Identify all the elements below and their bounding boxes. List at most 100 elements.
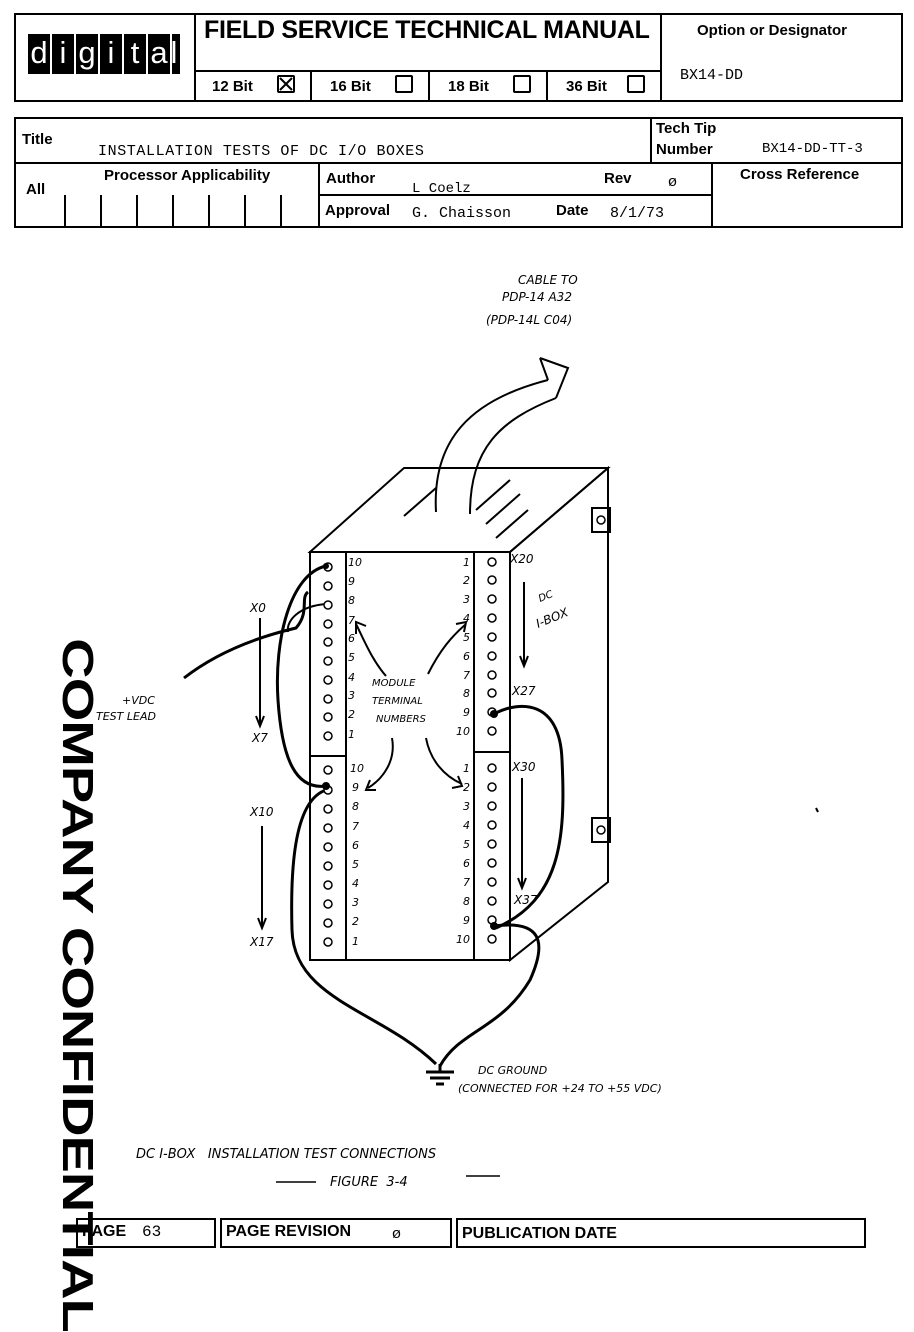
logo-letter: a [148, 34, 170, 74]
x27-label: X27 [511, 684, 536, 698]
bit-12-checkbox[interactable] [277, 75, 295, 93]
svg-text:9: 9 [463, 706, 470, 719]
box-label-line-2: I-BOX [534, 605, 571, 631]
logo-letter: l [171, 34, 180, 74]
x20-label: X20 [509, 552, 534, 566]
svg-text:6: 6 [463, 857, 470, 870]
svg-text:8: 8 [348, 594, 355, 607]
divider [280, 195, 282, 228]
svg-text:5: 5 [463, 838, 470, 851]
divider [208, 195, 210, 228]
svg-text:1: 1 [463, 762, 470, 775]
rev-value: ø [668, 174, 678, 191]
divider [318, 194, 711, 196]
module-label-line-3: NUMBERS [376, 714, 427, 725]
x0-label: X0 [249, 601, 266, 615]
title-value: INSTALLATION TESTS OF DC I/O BOXES [98, 143, 425, 160]
vdc-label-line-2: TEST LEAD [96, 710, 156, 723]
right-upper-numbers: 1 2 3 4 5 6 7 8 9 10 [456, 556, 470, 738]
bit-36-label: 36 Bit [566, 78, 607, 95]
x37-label: X37 [513, 893, 538, 907]
option-value: BX14-DD [680, 67, 744, 84]
svg-text:1: 1 [463, 556, 470, 569]
x10-label: X10 [249, 805, 274, 819]
ground-label-line-1: DC GROUND [478, 1064, 547, 1077]
approval-value: G. Chaisson [412, 205, 512, 222]
caption-line-2: FIGURE 3-4 [330, 1175, 408, 1190]
date-label: Date [556, 202, 589, 219]
svg-text:4: 4 [463, 819, 470, 832]
svg-text:2: 2 [463, 781, 470, 794]
author-label: Author [326, 170, 376, 187]
info-block [14, 117, 903, 228]
divider [650, 117, 652, 164]
bit-18-checkbox[interactable] [513, 75, 531, 93]
divider [194, 70, 660, 72]
x7-label: X7 [251, 731, 268, 745]
divider [100, 195, 102, 228]
divider [711, 162, 713, 228]
divider [650, 162, 903, 164]
bit-16-label: 16 Bit [330, 78, 371, 95]
svg-text:3: 3 [352, 896, 359, 909]
bit-12-label: 12 Bit [212, 78, 253, 95]
cross-reference-label: Cross Reference [740, 166, 860, 183]
svg-text:1: 1 [348, 728, 355, 741]
right-lower-numbers: 1 2 3 4 5 6 7 8 9 10 [456, 762, 470, 946]
footer-page-box [76, 1218, 216, 1248]
divider [546, 70, 548, 102]
svg-text:10: 10 [456, 933, 470, 946]
publication-date-label: PUBLICATION DATE [462, 1225, 617, 1242]
left-lower-numbers: 10 9 8 7 6 5 4 3 2 1 [350, 762, 364, 948]
cable-label-line-3: (PDP-14L C04) [486, 313, 572, 327]
svg-text:1: 1 [352, 935, 359, 948]
x-mark-icon [279, 77, 293, 91]
bit-16-checkbox[interactable] [395, 75, 413, 93]
divider [660, 13, 662, 102]
box-label-line-1: DC [537, 589, 555, 605]
approval-label: Approval [325, 202, 391, 219]
ground-label-line-2: (CONNECTED FOR +24 TO +55 VDC) [458, 1082, 662, 1095]
svg-text:7: 7 [463, 669, 470, 682]
svg-text:6: 6 [463, 650, 470, 663]
header-block [14, 13, 903, 102]
svg-text:8: 8 [463, 895, 470, 908]
svg-text:3: 3 [463, 593, 470, 606]
svg-text:7: 7 [348, 614, 355, 627]
tech-tip-number-label: Number [656, 141, 713, 158]
divider [310, 70, 312, 102]
divider [244, 195, 246, 228]
cable-label-line-2: PDP-14 A32 [502, 290, 572, 304]
svg-text:8: 8 [352, 800, 359, 813]
svg-text:3: 3 [348, 689, 355, 702]
processor-label: Processor Applicability [104, 167, 271, 184]
footer-publication-box [456, 1218, 866, 1248]
svg-text:10: 10 [350, 762, 364, 775]
vdc-label-line-1: +VDC [122, 694, 155, 707]
cable-label-line-1: CABLE TO [518, 273, 578, 287]
svg-text:3: 3 [463, 800, 470, 813]
bit-18-label: 18 Bit [448, 78, 489, 95]
all-label: All [26, 181, 46, 198]
svg-text:5: 5 [348, 651, 355, 664]
divider [172, 195, 174, 228]
page-label: PAGE [82, 1223, 127, 1240]
svg-text:6: 6 [348, 632, 355, 645]
x17-label: X17 [249, 935, 274, 949]
page-revision-label: PAGE REVISION [226, 1223, 352, 1240]
io-box-diagram: 10 9 8 7 6 5 4 3 2 1 10 9 8 7 6 5 4 3 2 … [96, 273, 819, 1190]
svg-text:9: 9 [348, 575, 355, 588]
bit-36-checkbox[interactable] [627, 75, 645, 93]
module-label-line-2: TERMINAL [372, 696, 423, 707]
svg-text:10: 10 [348, 556, 362, 569]
svg-text:5: 5 [463, 631, 470, 644]
date-value: 8/1/73 [610, 205, 665, 222]
page-revision-value: ø [392, 1226, 402, 1243]
option-label: Option or Designator [697, 22, 847, 39]
title-label: Title [22, 131, 53, 148]
divider [136, 195, 138, 228]
divider [14, 162, 650, 164]
divider [194, 13, 196, 102]
logo-letter: i [100, 34, 122, 74]
rev-label: Rev [604, 170, 632, 187]
